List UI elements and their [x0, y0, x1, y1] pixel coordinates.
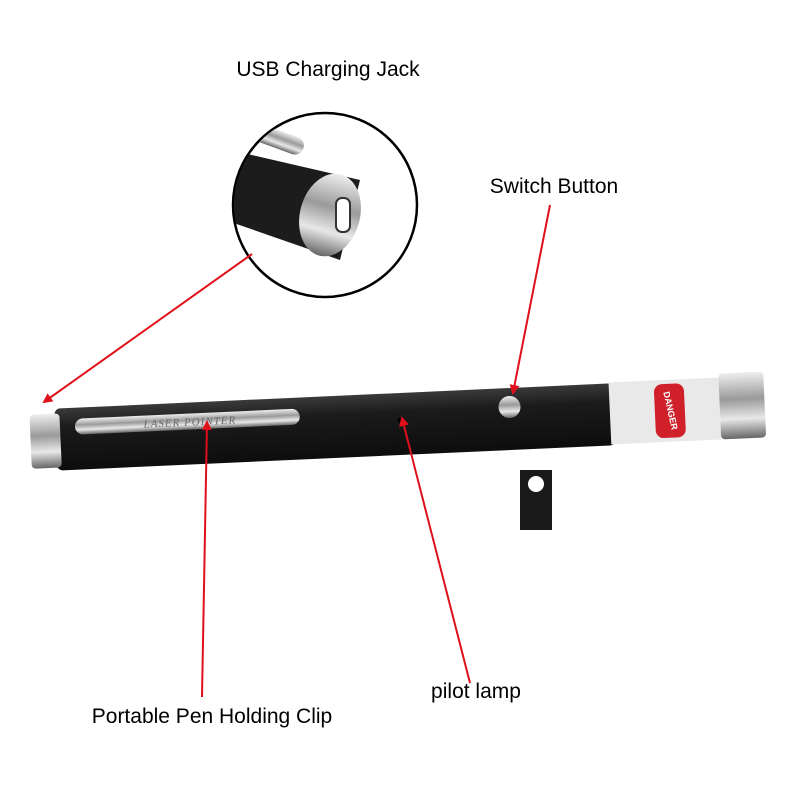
usb-label: USB Charging Jack: [236, 58, 420, 81]
clip-arrow: [201, 420, 212, 698]
lens-ring: [520, 470, 552, 530]
pen-tip: [718, 371, 766, 440]
laser-pen: DANGER LASER POINTER: [29, 371, 766, 471]
callout-arrows: [42, 204, 551, 698]
holding-clip: [74, 408, 300, 435]
switch-label: Switch Button: [489, 175, 619, 198]
usb-inset: [231, 111, 419, 299]
clip-label: Portable Pen Holding Clip: [91, 705, 333, 728]
lamp-arrow: [399, 416, 471, 684]
switch-arrow: [509, 204, 551, 395]
clip-engraving: LASER POINTER: [142, 414, 236, 430]
pen-end-cap: [29, 413, 62, 469]
usb-port: [335, 197, 351, 233]
usb-arrow: [42, 253, 253, 404]
danger-badge: [654, 383, 686, 439]
pen-body: [54, 383, 617, 471]
switch-button: [498, 396, 521, 419]
lamp-label: pilot lamp: [431, 680, 521, 703]
